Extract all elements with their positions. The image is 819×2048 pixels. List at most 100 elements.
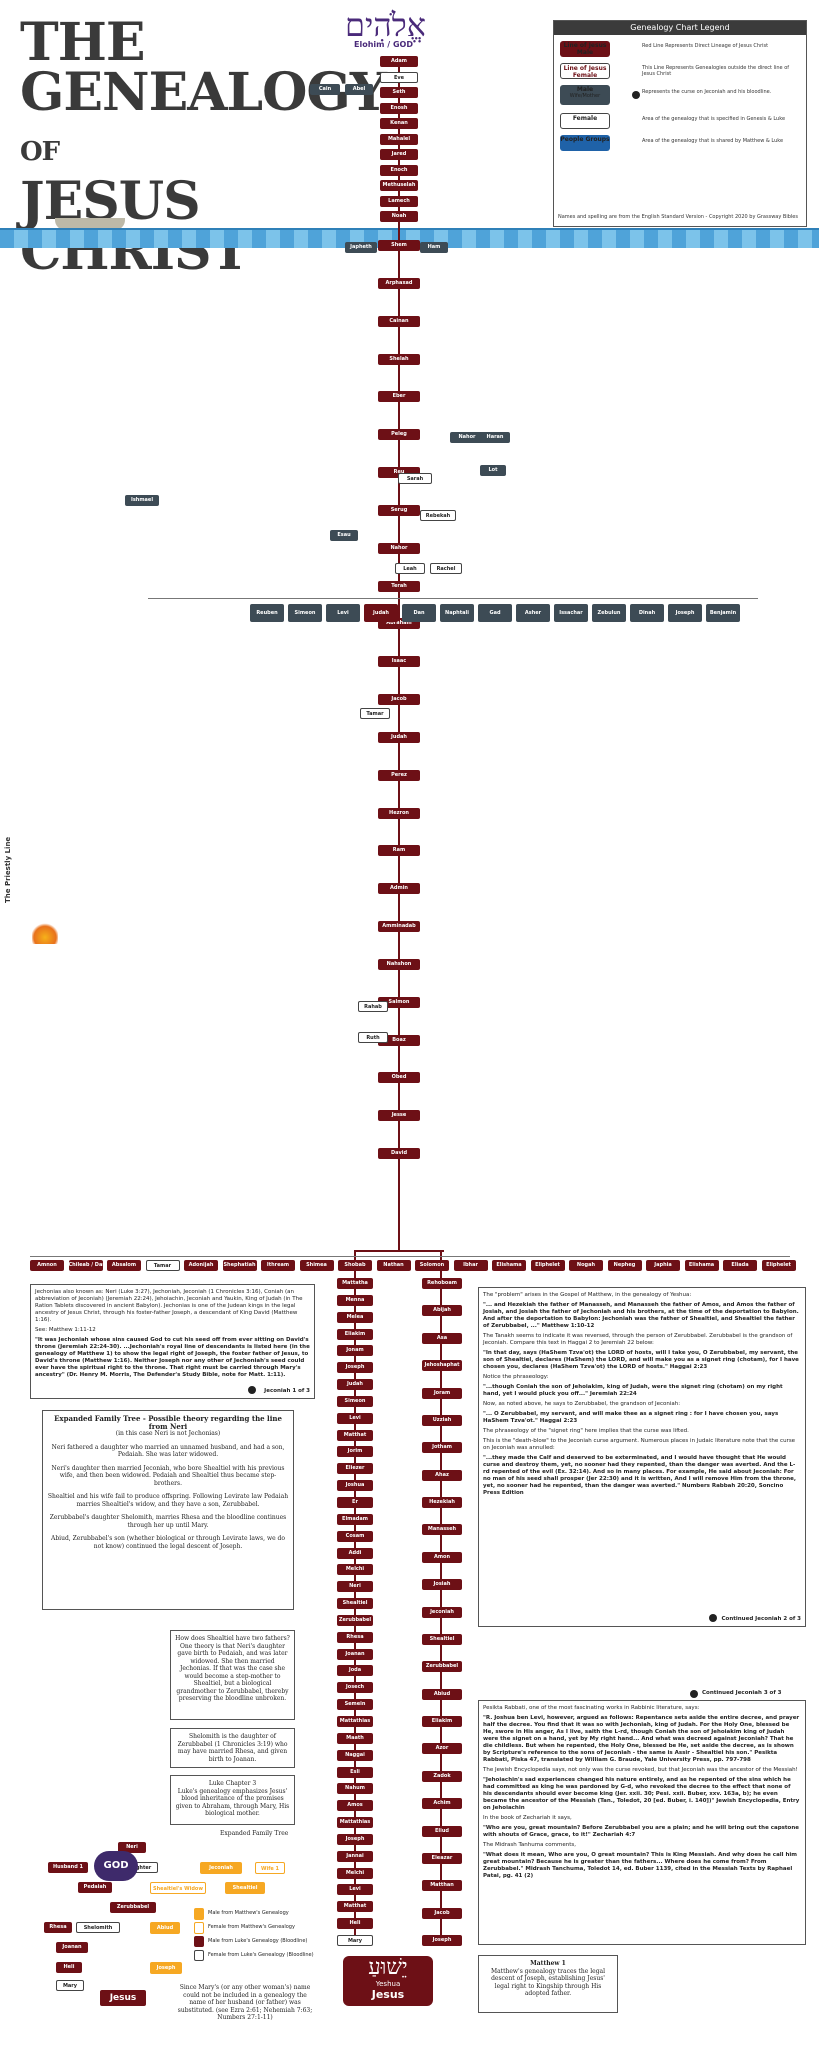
direct-node-eber: Eber xyxy=(378,391,420,403)
pesikta-q1: "R. Joshua ben Levi, however, argued as … xyxy=(483,1715,800,1763)
pesikta-zech: In the book of Zechariah it says, xyxy=(483,1815,572,1821)
tribe-simeon: Simeon xyxy=(288,604,322,622)
solomon-line-23: Jacob xyxy=(422,1907,462,1919)
small-jeconiah: Jeconiah xyxy=(200,1862,242,1874)
skull-icon xyxy=(690,1690,698,1698)
skull-icon xyxy=(709,1614,717,1622)
legend-people-groups: People Groups xyxy=(560,135,610,151)
legend-note-female: This Line Represents Genealogies outside… xyxy=(642,65,790,77)
solomon-line-18: Zadok xyxy=(422,1770,462,1782)
direct-node-david: David xyxy=(378,1148,420,1159)
direct-node-jacob: Jacob xyxy=(378,694,420,705)
shelomith-note: Shelomith is the daughter of Zerubbabel … xyxy=(170,1728,295,1768)
david-son-5: Shephatiah xyxy=(222,1260,257,1271)
problem-q1: "... and Hezekiah the father of Manasseh… xyxy=(483,1302,799,1329)
david-son-0: Amnon xyxy=(30,1260,64,1271)
nathan-line-10: Jorim xyxy=(337,1446,373,1458)
david-son-19: Eliphelet xyxy=(761,1260,796,1271)
luke-note: Luke Chapter 3 Luke's genealogy emphasiz… xyxy=(170,1775,295,1825)
problem-q3: "...though Coniah the son of Jehoiakim, … xyxy=(483,1384,783,1397)
solomon-line-16: Eliakim xyxy=(422,1716,462,1727)
node-ishmael: Ishmael xyxy=(125,495,159,506)
direct-node-terah: Terah xyxy=(378,580,420,592)
expanded-tree-p1: Neri fathered a daughter who married an … xyxy=(51,1443,285,1459)
tribe-levi: Levi xyxy=(326,604,360,622)
direct-node-nahshon: Nahshon xyxy=(378,958,420,970)
expanded-tree-sub: (in this case Neri is not Jechonias) xyxy=(115,1430,221,1437)
legend-male-label: Male xyxy=(576,86,594,93)
small-zerubbabel: Zerubbabel xyxy=(110,1902,156,1913)
david-son-2: Absalom xyxy=(107,1260,141,1271)
small-joseph: Joseph xyxy=(150,1962,182,1974)
problem-p2: The Tanakh seems to indicate it was reve… xyxy=(483,1333,793,1346)
solomon-line-1: Abijah xyxy=(422,1305,462,1317)
mary-note: Since Mary's (or any other woman's) name… xyxy=(170,1980,320,2040)
problem-continued: Continued Jeconiah 2 of 3 xyxy=(721,1616,801,1622)
david-son-18: Eliada xyxy=(723,1260,757,1271)
key4-swatch xyxy=(194,1950,204,1961)
nathan-line-7: Simeon xyxy=(337,1395,373,1407)
direct-node-seth: Seth xyxy=(380,87,418,98)
direct-node-jared: Jared xyxy=(380,149,418,160)
tribe-judah: Judah xyxy=(364,604,398,622)
direct-node-enosh: Enosh xyxy=(380,102,418,114)
david-son-10: Solomon xyxy=(415,1260,449,1271)
solomon-line-5: Uzziah xyxy=(422,1414,462,1426)
solomon-line-22: Matthan xyxy=(422,1880,462,1892)
expanded-tree-p5: Abiud, Zerubbabel's son (whether biologi… xyxy=(50,1535,285,1550)
solomon-line-8: Hezekiah xyxy=(422,1497,462,1508)
solomon-line-12: Jeconiah xyxy=(422,1606,462,1618)
david-son-12: Elishama xyxy=(492,1260,526,1271)
direct-node-lamech: Lamech xyxy=(380,195,418,207)
david-son-16: Japhia xyxy=(646,1260,680,1271)
shealtiel-note: How does Shealtiel have two fathers? One… xyxy=(170,1630,295,1720)
solomon-line-10: Amon xyxy=(422,1551,462,1563)
direct-line-main xyxy=(398,60,400,1250)
tribe-dan: Dan xyxy=(402,604,436,622)
tribe-benjamin: Benjamin xyxy=(706,604,740,622)
jeconiah-note-1: Jechonias also known as: Neri (Luke 3:27… xyxy=(30,1284,315,1399)
node-ruth: Ruth xyxy=(358,1032,388,1043)
solomon-line-20: Eliud xyxy=(422,1825,462,1837)
david-son-7: Shimea xyxy=(299,1260,334,1271)
tribe-naphtali: Naphtali xyxy=(440,604,474,622)
key1-label: Male from Matthew's Genealogy xyxy=(208,1910,289,1916)
direct-node-reu: Reu xyxy=(378,467,420,478)
nathan-line-23: Joda xyxy=(337,1665,373,1677)
nathan-line-28: Naggai xyxy=(337,1749,373,1761)
legend-note-curse: Represents the curse on Jeconiah and his… xyxy=(642,89,772,95)
direct-node-methuselah: Methuselah xyxy=(380,180,418,191)
solomon-line-0: Rehoboam xyxy=(422,1278,462,1289)
key4-label: Female from Luke's Genealogy (Bloodline) xyxy=(208,1952,314,1958)
david-son-3: Tamar xyxy=(145,1260,180,1271)
nathan-line-32: Mattathias xyxy=(337,1817,373,1829)
nathan-line-34: Jannai xyxy=(337,1850,373,1862)
luke-note-title: Luke Chapter 3 xyxy=(208,1780,257,1787)
node-rachel: Rachel xyxy=(430,563,462,574)
matthew-note-title: Matthew 1 xyxy=(530,1960,566,1967)
jesus-name: Jesus xyxy=(371,1988,405,2001)
legend-male-sub: Wife/Mother xyxy=(569,93,601,99)
nathan-line-2: Melea xyxy=(337,1311,373,1323)
direct-node-enoch: Enoch xyxy=(380,164,418,176)
tribe-zebulun: Zebulun xyxy=(592,604,626,622)
direct-node-nahor: Nahor xyxy=(378,542,420,554)
legend-female: Female xyxy=(560,113,610,129)
problem-q4: "... O Zerubbabel, my servant, and will … xyxy=(483,1411,779,1424)
legend-note-shared: Area of the genealogy that is shared by … xyxy=(642,138,784,144)
god-hebrew: אֱלֹהִים xyxy=(345,6,426,44)
direct-node-isaac: Isaac xyxy=(378,656,420,668)
legend-footer: Names and spelling are from the English … xyxy=(558,214,798,220)
pesikta-intro: Pesikta Rabbati, one of the most fascina… xyxy=(483,1705,700,1711)
expanded-tree-p4: Zerubbabel's daughter Shelomith, marries… xyxy=(49,1514,287,1529)
direct-node-admin: Admin xyxy=(378,883,420,895)
small-husband: Husband 1 xyxy=(48,1862,88,1873)
nathan-line-31: Amos xyxy=(337,1800,373,1812)
legend-note-genesis: Area of the genealogy that is specified … xyxy=(642,116,786,122)
nathan-line-20: Zerubbabel xyxy=(337,1614,373,1626)
node-haran: Haran xyxy=(480,432,510,443)
direct-node-jesse: Jesse xyxy=(378,1110,420,1122)
matthew-note: Matthew 1 Matthew's genealogy traces the… xyxy=(478,1955,618,2013)
nathan-line-4: Jonam xyxy=(337,1345,373,1357)
solomon-line-6: Jotham xyxy=(422,1442,462,1454)
